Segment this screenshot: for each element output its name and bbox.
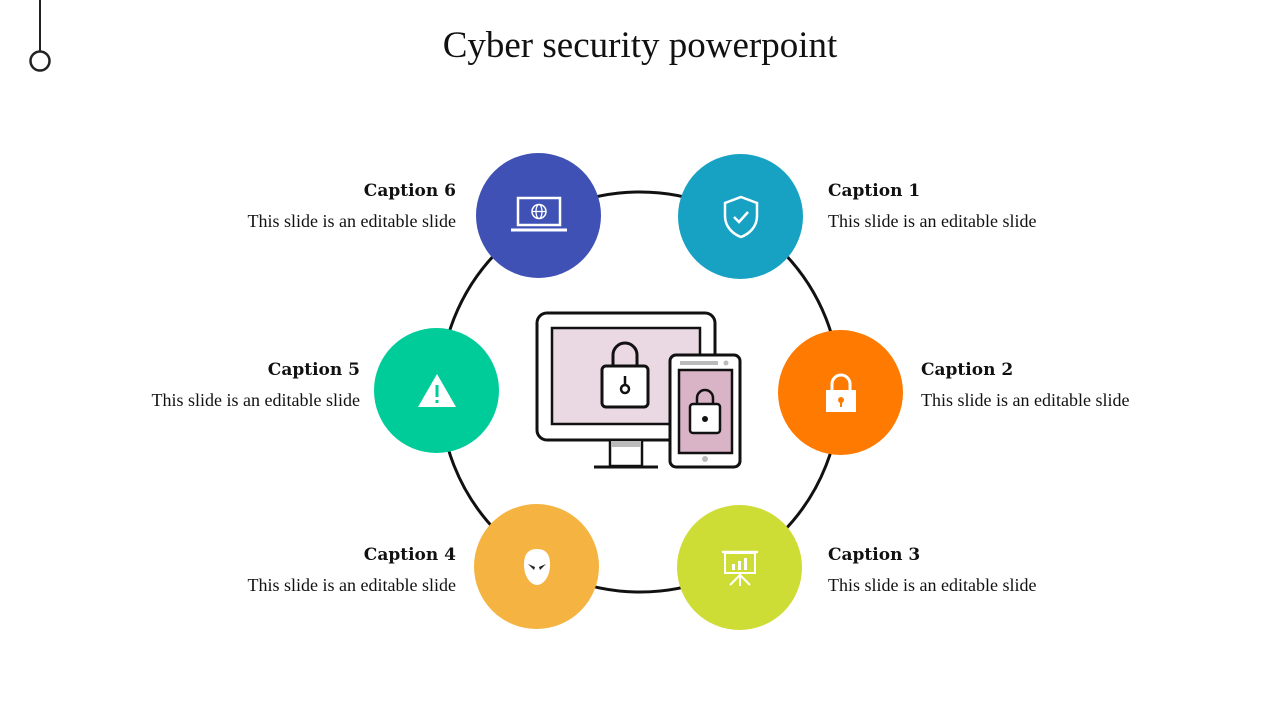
tablet-lock-icon [668,353,742,469]
caption-2-body: This slide is an editable slide [921,390,1130,410]
caption-3: Caption 3 This slide is an editable slid… [828,544,1148,596]
caption-4-bubble [474,504,599,629]
laptop-globe-icon [510,196,567,231]
caption-3-bubble [677,505,802,630]
hacker-mask-icon [523,548,550,585]
presentation-chart-icon [721,550,758,586]
caption-4: Caption 4 This slide is an editable slid… [136,544,456,596]
caption-5: Caption 5 This slide is an editable slid… [40,359,360,411]
caption-5-bubble [374,328,499,453]
shield-check-icon [723,195,758,238]
page-title: Cyber security powerpoint [442,25,838,66]
caption-4-heading: Caption 4 [363,545,456,565]
caption-4-body: This slide is an editable slide [247,575,456,595]
caption-1-bubble [678,154,803,279]
warning-icon [417,373,456,407]
caption-1: Caption 1 This slide is an editable slid… [828,180,1148,232]
caption-3-body: This slide is an editable slide [828,575,1037,595]
caption-6-bubble [476,153,601,278]
caption-6-body: This slide is an editable slide [247,211,456,231]
caption-5-heading: Caption 5 [267,360,360,380]
padlock-icon [825,373,856,412]
caption-1-heading: Caption 1 [828,181,921,201]
caption-6-heading: Caption 6 [363,181,456,201]
pendant-decoration-icon [29,0,51,72]
caption-2-bubble [778,330,903,455]
caption-5-body: This slide is an editable slide [151,390,360,410]
caption-2-heading: Caption 2 [921,360,1014,380]
caption-3-heading: Caption 3 [828,545,921,565]
caption-6: Caption 6 This slide is an editable slid… [136,180,456,232]
caption-1-body: This slide is an editable slide [828,211,1037,231]
caption-2: Caption 2 This slide is an editable slid… [921,359,1241,411]
